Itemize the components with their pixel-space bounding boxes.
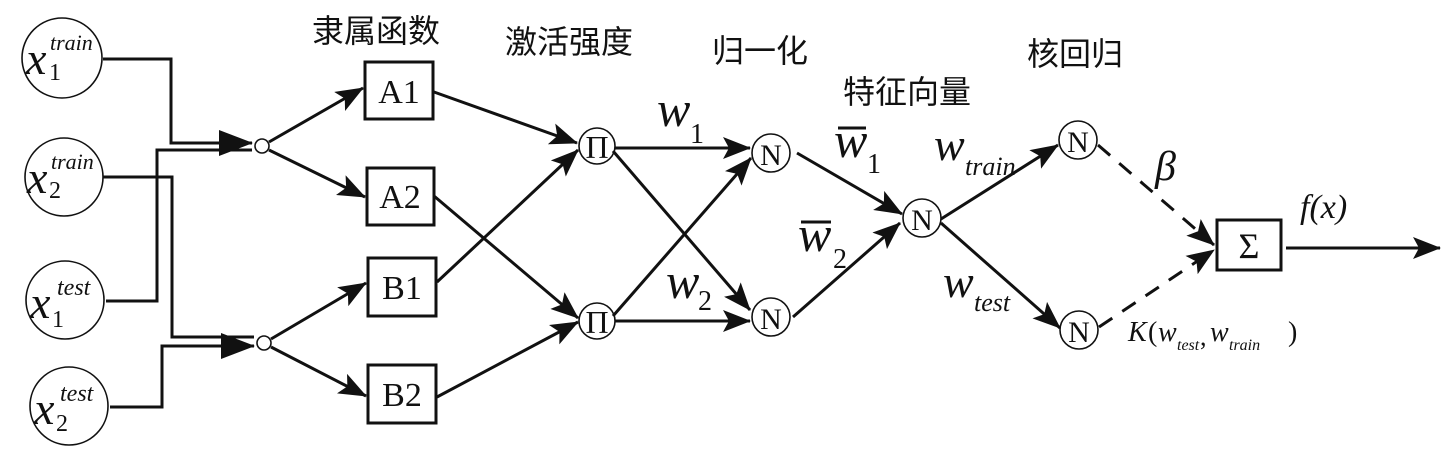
- svg-text:x: x: [29, 277, 51, 328]
- label-beta: β: [1154, 144, 1176, 190]
- svg-text:test: test: [974, 288, 1011, 317]
- svg-text:train: train: [1229, 337, 1260, 354]
- svg-text:B1: B1: [382, 270, 422, 307]
- edge-junction2-B1: [270, 281, 367, 341]
- edge-feature-ktrain: [940, 143, 1059, 221]
- input-node-x2-train: x 2 train: [24, 137, 104, 217]
- svg-text:Σ: Σ: [1239, 226, 1260, 266]
- input-node-x1-test: x 1 test: [25, 260, 105, 340]
- svg-text:w: w: [1210, 317, 1229, 348]
- svg-text:2: 2: [698, 286, 712, 317]
- svg-text:train: train: [51, 149, 94, 174]
- edge-A2-pi2: [433, 194, 579, 320]
- edge-junction1-A1: [268, 86, 364, 144]
- sum-box: Σ: [1215, 218, 1283, 272]
- product-node-2: Π: [578, 302, 616, 340]
- svg-text:2: 2: [56, 411, 68, 437]
- svg-text:x: x: [26, 152, 48, 203]
- label-wbar2: w 2: [798, 206, 847, 275]
- edge-ktrain-sum: [1097, 143, 1215, 247]
- svg-text:w: w: [943, 256, 974, 307]
- edge-junction1-A2: [268, 148, 366, 199]
- edge-x1train-junction1: [103, 57, 253, 156]
- edge-norm1-feature: [796, 151, 903, 216]
- svg-text:w: w: [1158, 317, 1177, 348]
- svg-text:N: N: [1067, 126, 1089, 159]
- svg-text:N: N: [911, 204, 933, 237]
- kernel-node-train: N: [1058, 120, 1098, 160]
- edge-pi2-norm1: [611, 157, 753, 317]
- input-node-x1-train: x 1 train: [21, 17, 103, 99]
- label-output-fx: f(x): [1300, 189, 1347, 226]
- membership-box-A1: A1: [363, 60, 435, 121]
- svg-text:(: (: [1148, 317, 1157, 348]
- layer-label-normalization: 归一化: [712, 32, 808, 70]
- svg-text:w: w: [798, 206, 831, 262]
- label-wbar1: w 1: [834, 112, 881, 180]
- label-w-train: w train: [934, 119, 1016, 181]
- svg-text:K: K: [1127, 317, 1148, 348]
- junction-node-1: [254, 138, 270, 154]
- label-w1: w 1: [657, 81, 704, 150]
- edge-x2test-junction2: [110, 333, 255, 409]
- label-w-test: w test: [943, 256, 1011, 317]
- svg-text:1: 1: [49, 60, 61, 86]
- svg-text:N: N: [760, 139, 782, 172]
- svg-text:1: 1: [690, 119, 704, 150]
- svg-text:N: N: [1068, 316, 1090, 349]
- junction-node-2: [256, 335, 272, 351]
- svg-text:train: train: [50, 30, 93, 55]
- svg-text:w: w: [657, 81, 690, 137]
- svg-text:w: w: [934, 119, 965, 170]
- edge-x2train-junction2: [103, 175, 254, 339]
- svg-text:1: 1: [52, 307, 64, 333]
- feature-node: N: [902, 198, 942, 238]
- svg-text:A2: A2: [379, 179, 421, 216]
- svg-text:w: w: [666, 253, 699, 309]
- edge-x1test-junction1: [106, 148, 252, 303]
- layer-label-membership: 隶属函数: [312, 12, 440, 50]
- svg-text:): ): [1288, 317, 1297, 348]
- svg-text:test: test: [57, 275, 92, 301]
- norm-node-2: N: [751, 297, 791, 337]
- layer-label-kernel-regression: 核回归: [1027, 35, 1123, 73]
- edge-pi1-norm2: [611, 150, 752, 311]
- svg-text:test: test: [60, 381, 95, 407]
- svg-text:2: 2: [49, 178, 61, 204]
- membership-box-B1: B1: [366, 256, 438, 318]
- label-w2: w 2: [666, 253, 712, 317]
- label-kernel-function: K ( w test , w train ): [1127, 317, 1297, 354]
- layer-label-activation: 激活强度: [505, 23, 633, 61]
- input-wiring: [103, 57, 255, 409]
- svg-text:,: ,: [1200, 322, 1207, 351]
- svg-text:Π: Π: [585, 304, 608, 340]
- svg-text:B2: B2: [382, 377, 422, 414]
- svg-text:Π: Π: [585, 129, 608, 165]
- svg-text:x: x: [33, 383, 55, 434]
- svg-text:A1: A1: [378, 74, 420, 111]
- svg-text:N: N: [760, 303, 782, 336]
- svg-text:w: w: [834, 112, 867, 168]
- product-node-1: Π: [578, 127, 616, 165]
- svg-text:test: test: [1177, 337, 1200, 354]
- edge-ktest-sum: [1098, 248, 1215, 329]
- kernel-node-test: N: [1059, 310, 1099, 350]
- edge-junction2-B2: [270, 345, 367, 398]
- membership-box-B2: B2: [366, 363, 438, 425]
- edge-feature-ktest: [940, 221, 1061, 330]
- svg-text:2: 2: [833, 244, 847, 275]
- edge-A1-pi1: [433, 90, 578, 145]
- svg-text:x: x: [25, 33, 47, 84]
- norm-node-1: N: [751, 133, 791, 173]
- svg-text:1: 1: [867, 149, 881, 180]
- layer-label-feature-vector: 特征向量: [843, 73, 971, 111]
- edge-norm2-feature: [792, 221, 901, 319]
- svg-text:train: train: [965, 152, 1016, 181]
- input-node-x2-test: x 2 test: [29, 366, 109, 446]
- edge-B1-pi1: [435, 148, 580, 284]
- edge-B2-pi2: [436, 320, 579, 399]
- membership-box-A2: A2: [365, 166, 436, 227]
